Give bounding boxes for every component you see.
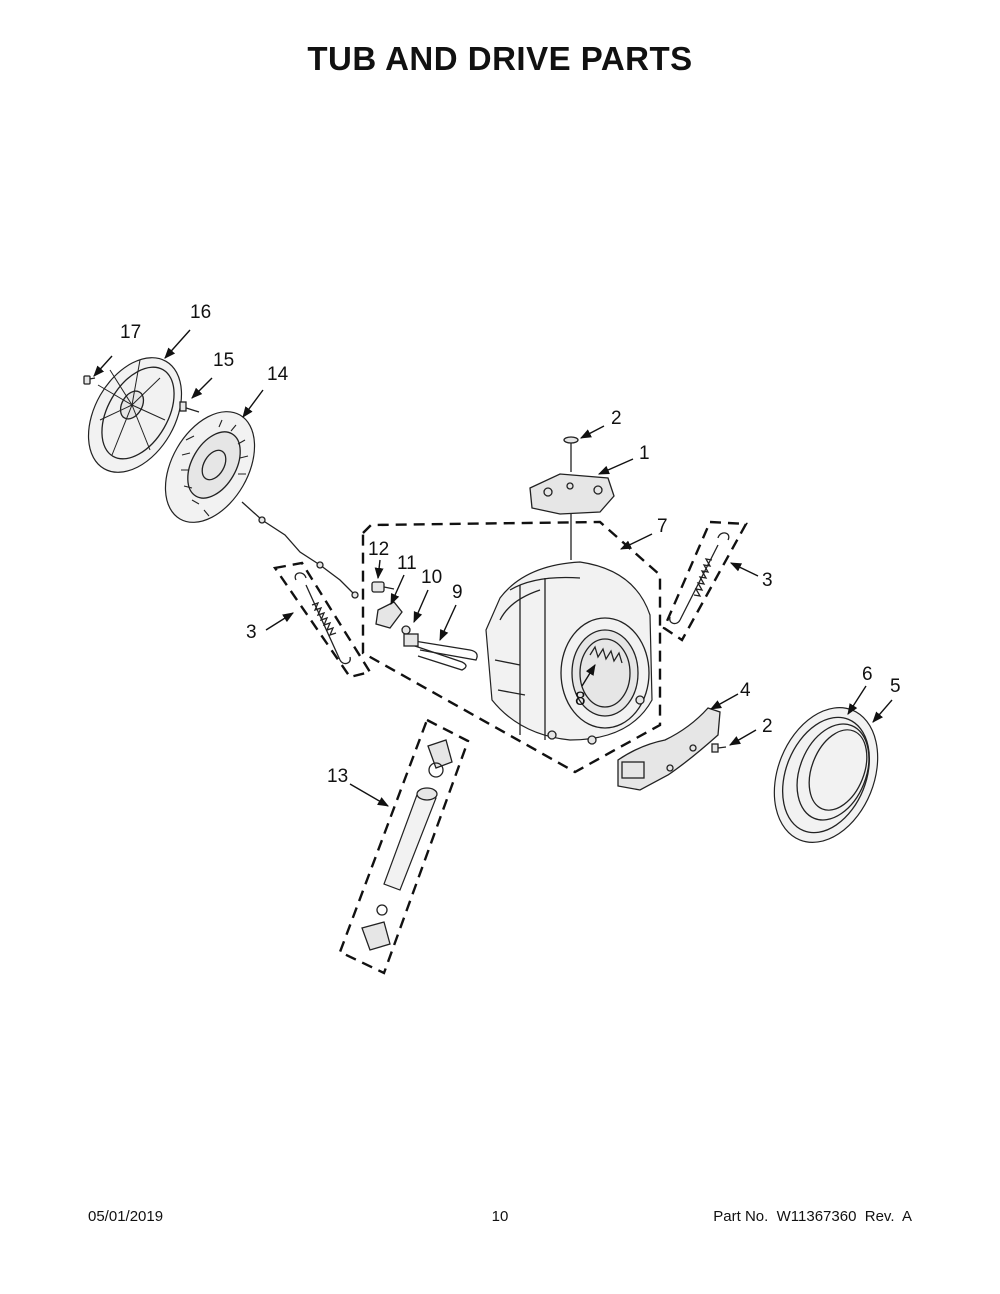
screw-17 [83,375,96,385]
nut-10 [401,625,411,635]
callout-5: 5 [890,676,901,697]
damper-13 [361,739,453,951]
bolt-12 [371,581,395,593]
outer-tub-7 [485,561,653,745]
footer-part-number: Part No. W11367360 Rev. A [713,1208,912,1225]
callout-2-top: 2 [611,408,622,429]
coil-8 [589,645,623,664]
callout-6: 6 [862,664,873,685]
spring-3-right [669,532,730,625]
callout-1: 1 [639,443,650,464]
heater-9 [403,633,478,671]
callout-16: 16 [190,302,211,323]
bracket-11 [375,601,403,629]
callout-15: 15 [213,350,234,371]
leader-arrows [93,329,893,807]
damper-dashed-outline [338,718,470,975]
page-title: TUB AND DRIVE PARTS [307,40,693,77]
screw-2-top [563,436,579,472]
callout-3-left: 3 [246,622,257,643]
callout-3-right: 3 [762,570,773,591]
callout-11: 11 [397,553,417,574]
spring-left-dashed-outline [272,561,372,679]
support-4 [617,707,721,791]
rotor-16 [87,357,183,473]
callout-7: 7 [657,516,668,537]
callout-8: 8 [575,689,586,710]
callout-10: 10 [421,567,442,588]
callout-17: 17 [120,322,141,343]
callout-14: 14 [267,364,289,385]
screw-2-bottom [711,743,727,753]
callout-2-bottom: 2 [762,716,773,737]
weight-1 [529,473,615,560]
footer-date: 05/01/2019 [88,1208,164,1225]
spring-right-dashed-outline [662,520,748,642]
callout-4: 4 [740,680,751,701]
callout-9: 9 [452,582,463,603]
callout-13: 13 [327,766,348,787]
clamp-ring-5 [796,723,870,821]
stator-14 [164,411,256,523]
callout-12: 12 [368,539,389,560]
spring-3-left [294,572,351,665]
bolt-15 [179,401,200,413]
wire-harness [241,501,359,599]
footer-page-number: 10 [491,1208,509,1225]
gasket-6 [773,707,879,843]
